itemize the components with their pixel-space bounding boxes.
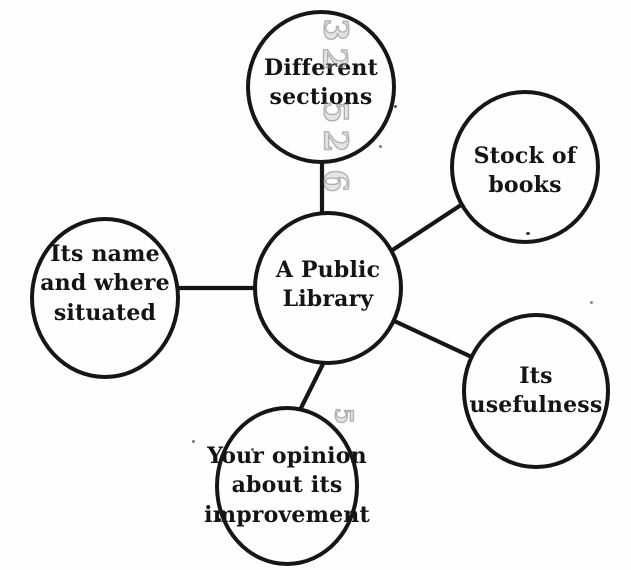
connector-stock-of-books xyxy=(385,200,467,256)
node-its-name-label: Its name and where situated xyxy=(40,241,170,326)
node-a-public-library: A Public Library xyxy=(253,211,403,365)
scan-dot xyxy=(394,105,397,108)
scan-dot xyxy=(251,448,254,451)
node-stock-of-books-label: Stock of books xyxy=(473,142,577,198)
connector-its-usefulness xyxy=(387,316,479,362)
node-different-sections: Different sections xyxy=(246,10,396,164)
scan-dot xyxy=(379,145,382,148)
scan-dot xyxy=(590,301,593,304)
node-its-usefulness-label: Its usefulness xyxy=(469,362,603,418)
node-its-name: Its name and where situated xyxy=(30,217,180,379)
node-stock-of-books: Stock of books xyxy=(450,90,600,244)
node-different-sections-label: Different sections xyxy=(264,54,378,110)
node-your-opinion-label: Your opinion about its improvement xyxy=(204,443,370,528)
stray-period-dot xyxy=(217,518,221,522)
node-a-public-library-label: A Public Library xyxy=(275,256,381,312)
node-your-opinion: Your opinion about its improvement xyxy=(204,406,370,566)
connector-your-opinion xyxy=(294,355,329,419)
scan-dot xyxy=(526,232,530,235)
node-its-usefulness: Its usefulness xyxy=(462,313,610,469)
scan-dot xyxy=(192,440,195,443)
